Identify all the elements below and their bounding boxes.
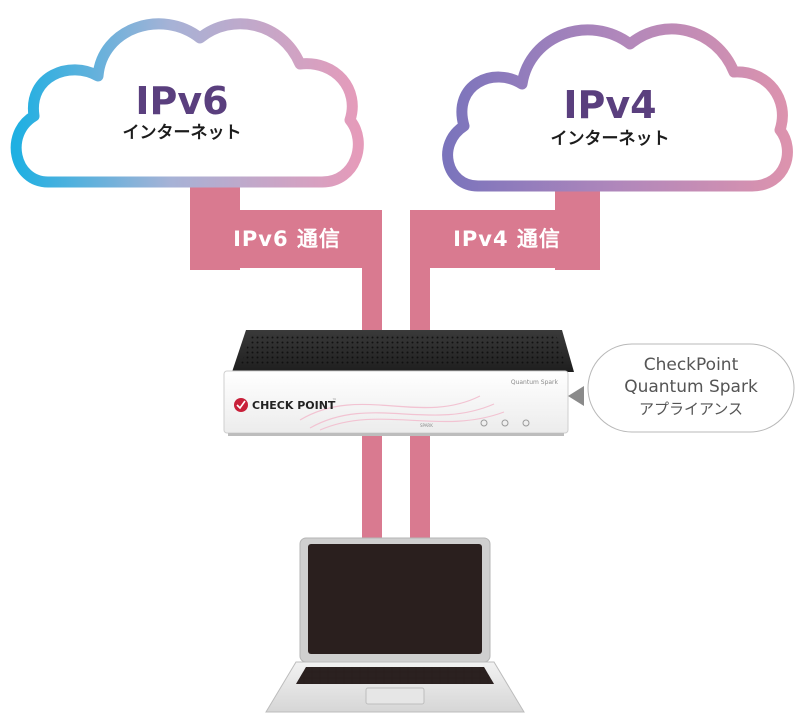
ipv4-link-label: IPv4 通信 (453, 227, 561, 251)
ipv4-link-badge (410, 210, 600, 268)
ipv6-cloud-title: IPv6 (135, 79, 228, 123)
appliance-model-tag: Quantum Spark (511, 379, 559, 386)
laptop-keys (296, 667, 494, 684)
appliance-callout: CheckPoint Quantum Spark アプライアンス (568, 343, 795, 433)
laptop-trackpad (365, 687, 425, 705)
ipv4-cloud-shape (442, 23, 793, 192)
network-status-icon (501, 419, 509, 427)
ipv4-cloud: IPv4 インターネット (442, 23, 793, 192)
callout-bubble (587, 343, 795, 433)
callout-line-3: アプライアンス (639, 400, 743, 418)
brand-logo-check-icon (236, 400, 246, 410)
appliance-wave-graphic (299, 395, 505, 431)
appliance-base-shadow (228, 433, 564, 436)
ipv4-link: IPv4 通信 (410, 178, 600, 540)
callout-line-1: CheckPoint (644, 355, 739, 375)
ipv4-cloud-title: IPv4 (563, 83, 656, 127)
usb-port-icon (480, 419, 488, 427)
power-icon (522, 419, 530, 427)
appliance-brand: CHECK POINT (252, 399, 336, 412)
ipv6-cloud-subtitle: インターネット (123, 123, 242, 143)
appliance-vent-grille (240, 334, 566, 366)
ipv6-link-label: IPv6 通信 (233, 227, 341, 251)
ipv6-cloud: IPv6 インターネット (10, 18, 364, 188)
appliance-trademark: ™ (332, 398, 337, 404)
ipv6-cloud-shape (10, 18, 364, 188)
ipv6-link-badge (190, 210, 382, 268)
brand-logo-icon (234, 398, 248, 412)
laptop-screen (308, 544, 482, 654)
laptop (265, 537, 525, 713)
ipv4-cloud-subtitle: インターネット (551, 129, 670, 149)
appliance: CHECK POINT ™ Quantum Spark SPARK (223, 330, 574, 436)
callout-pointer-icon (568, 386, 584, 406)
callout-line-2: Quantum Spark (624, 377, 758, 397)
appliance-panel-text: SPARK (420, 423, 433, 428)
